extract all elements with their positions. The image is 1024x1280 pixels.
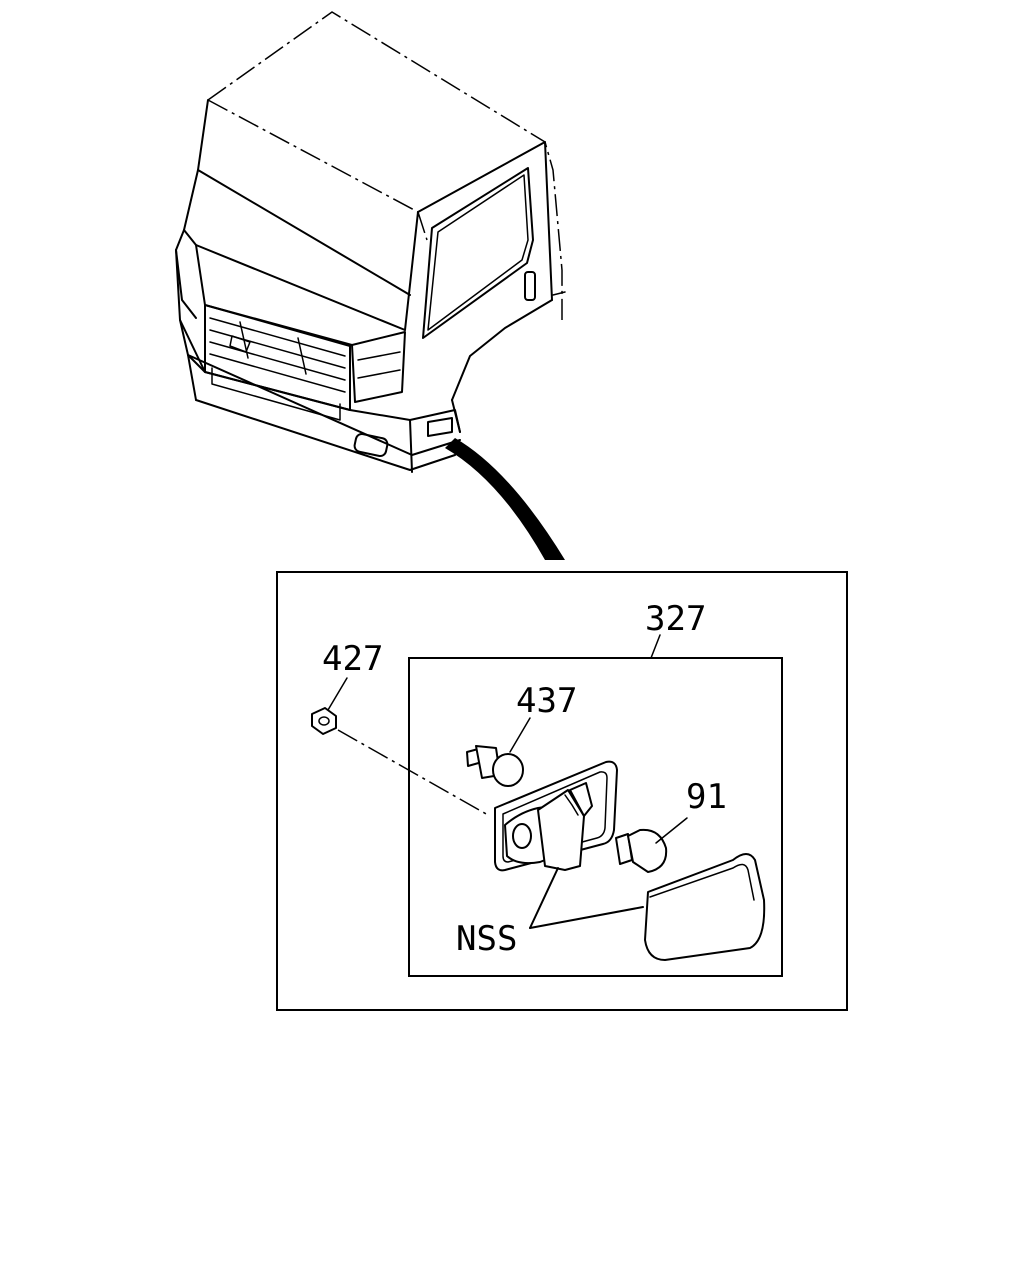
nut-part (311, 707, 337, 735)
detail-frame (276, 571, 848, 1011)
callout-427: 427 (322, 639, 383, 679)
leader-437 (509, 717, 531, 753)
assembly-frame (408, 657, 783, 977)
socket-part (466, 745, 524, 787)
bulb-part (615, 828, 668, 873)
callout-nss: NSS (456, 919, 517, 959)
callout-437: 437 (516, 681, 577, 721)
leader-427 (327, 677, 348, 711)
leader-nss-left (529, 867, 559, 929)
truck-cab-illustration (175, 11, 566, 560)
callout-91: 91 (686, 777, 727, 817)
lens-part (644, 853, 766, 961)
centerline (337, 729, 489, 816)
leader-91 (655, 817, 688, 844)
callout-327: 327 (645, 599, 706, 639)
leader-327 (650, 634, 661, 659)
lamp-housing (504, 782, 593, 871)
leader-nss-right (529, 906, 644, 929)
